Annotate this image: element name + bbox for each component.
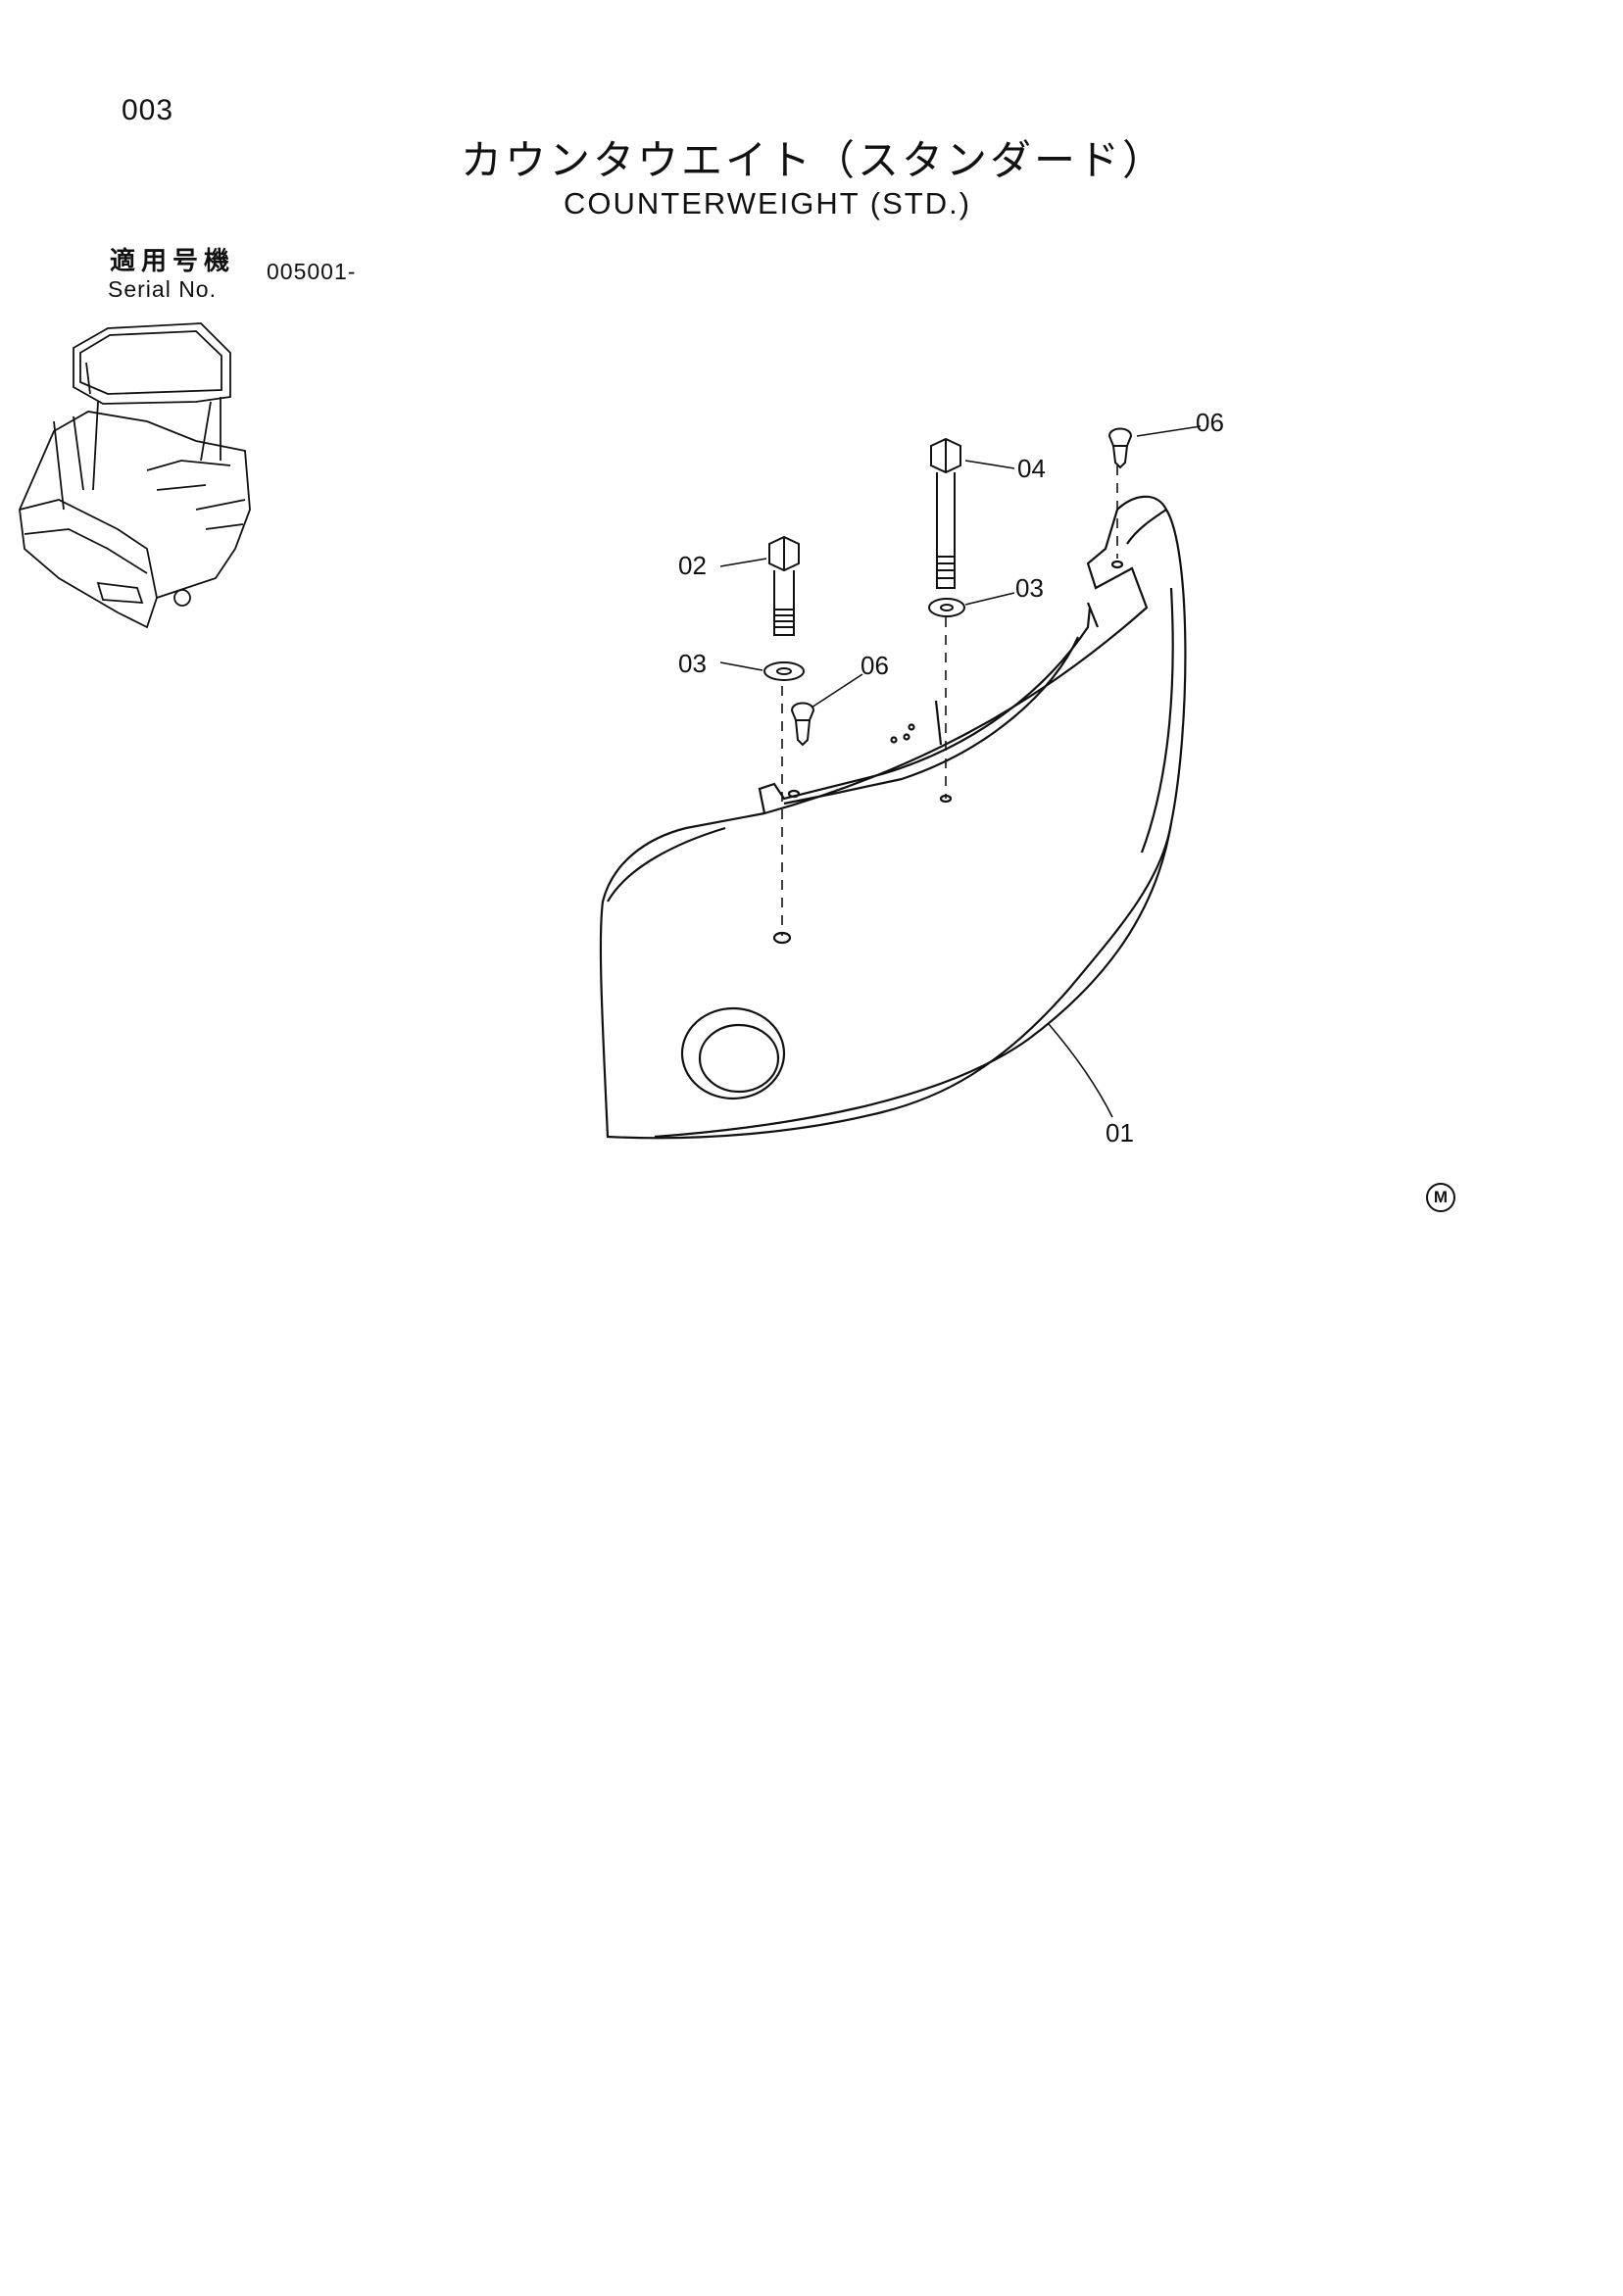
machine-thumbnail bbox=[19, 322, 251, 629]
counterweight bbox=[599, 495, 1187, 1140]
callout-02: 02 bbox=[678, 551, 707, 580]
serial-label-english: Serial No. bbox=[108, 276, 217, 302]
callout-06-left: 06 bbox=[861, 651, 889, 680]
page-title-english: COUNTERWEIGHT (STD.) bbox=[564, 186, 972, 220]
page-number: 003 bbox=[122, 94, 174, 126]
callout-06-right: 06 bbox=[1196, 408, 1224, 437]
bolt-04 bbox=[930, 437, 961, 589]
callout-01: 01 bbox=[1106, 1118, 1134, 1148]
callout-04: 04 bbox=[1017, 454, 1046, 483]
washer-03-right bbox=[928, 598, 965, 617]
washer-03-left bbox=[763, 661, 805, 681]
callout-03-right: 03 bbox=[1015, 573, 1044, 603]
serial-label-japanese: 適用号機 bbox=[110, 247, 236, 276]
m-mark: M bbox=[1426, 1183, 1455, 1212]
plug-06-left bbox=[790, 702, 815, 747]
leader-lines bbox=[719, 425, 1202, 1118]
page-title-japanese: カウンタウエイト（スタンダード） bbox=[461, 136, 1167, 184]
callout-03-left: 03 bbox=[678, 649, 707, 678]
serial-number-value: 005001- bbox=[267, 259, 357, 284]
plug-06-right bbox=[1107, 427, 1133, 469]
bolt-02 bbox=[768, 535, 800, 636]
washer-03-right-inner bbox=[940, 604, 954, 611]
assembly-lines bbox=[781, 465, 1118, 936]
washer-03-left-inner bbox=[776, 667, 792, 675]
